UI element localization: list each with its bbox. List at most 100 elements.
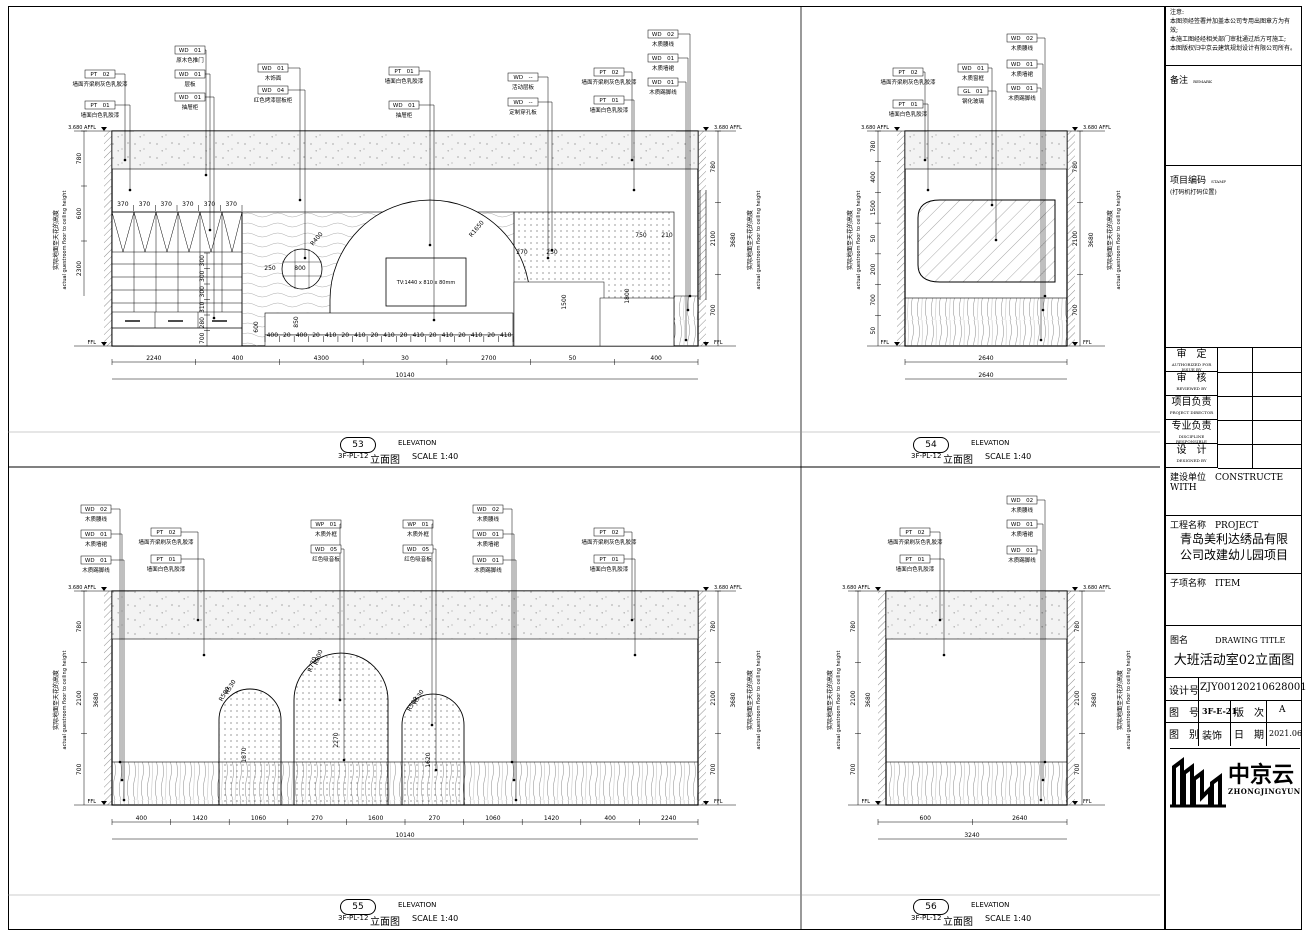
view-name: 立面图 [943,455,973,466]
material-tag-desc: 原木色推门 [176,56,204,64]
leader-line [181,531,199,620]
leader-dot [338,698,342,702]
version-label: 版 次 [1234,708,1264,719]
logo-en: ZHONGJINGYUN [1228,787,1301,796]
view-elevation-label: ELEVATION [398,901,437,909]
leader-dot [208,228,212,232]
dim-value: 1420 [544,815,559,822]
material-tag-desc: 红色烤漆层板柜 [254,96,293,104]
arch-door-left-55 [218,688,282,806]
leader-line [678,33,691,296]
wall-hatch-right-53 [698,131,706,346]
dim-value: 200 [870,263,877,275]
material-tag-code: WD -- [513,75,532,81]
level-ceiling-label: 3.680 AFFL [68,125,96,131]
leader-dot [1043,760,1047,764]
leader-line [1037,549,1042,800]
level-marker-icon [875,801,881,805]
arch-door-right-55 [401,693,465,806]
leader-line [419,70,431,245]
dim-value: 3680 [865,692,872,707]
material-tag-desc: 木质腰线 [652,40,675,48]
dim-value: 400 [870,171,877,183]
view-code: 3F-PL-12 [911,914,942,922]
material-tag-desc: 木质踢脚线 [1008,556,1036,564]
material-tag-code: PT 01 [898,102,917,108]
dim-value: 3680 [93,692,100,707]
material-tag-code: WD 05 [407,547,430,553]
material-tag-desc: 木质腰线 [85,515,108,523]
level-floor-label: FFL [87,340,96,346]
material-tag-code: WD 01 [962,66,984,72]
material-tag-desc: 红色吸音板 [404,555,432,563]
material-tag-code: WD 01 [179,72,201,78]
leader-dot [428,243,432,247]
leader-line [503,508,513,762]
leader-dot [994,238,998,242]
drawing-title-label: DRAWING TITLE [1215,636,1286,645]
dim-value: 3680 [730,232,737,247]
window-glass-54 [917,199,1056,283]
category-label: 图 别 [1169,730,1199,741]
material-tag-desc: 抽屉柜 [396,111,413,119]
level-floor-label: FFL [714,340,723,346]
dim-value: 20 [400,332,408,339]
ceiling-band-54 [904,130,1068,170]
height-note-en: actual guestroom floor to ceiling height [856,191,862,290]
material-tag-code: WD 01 [179,48,201,54]
view-number: 54 [913,437,949,453]
tv-53 [385,257,467,307]
view-elevation-label: ELEVATION [971,901,1010,909]
material-tag-code: PT 01 [905,557,924,563]
dim-value: 370 [117,201,129,208]
material-tag-code: WD 01 [1011,62,1033,68]
dim-value: 700 [710,304,717,316]
leader-line [624,99,635,190]
dim-value: 2300 [76,261,83,276]
dim-value: 20 [312,332,320,339]
dim-value: 2100 [710,690,717,705]
view-scale: SCALE 1:40 [985,914,1032,923]
leader-line [431,523,433,725]
material-tag-desc: 墙面白色乳胶漆 [590,106,629,114]
drawing-no-label: 图 号 [1169,708,1199,719]
logo-mark-icon [1170,757,1226,808]
dim-value: 2100 [850,690,857,705]
project-name-label: 工程名称 PROJECT [1170,521,1259,531]
leader-line [288,89,306,258]
leader-line [205,73,211,230]
dim-value: 2100 [76,690,83,705]
logo-cn: 中京云 [1228,763,1295,788]
height-note-cn: 实际地面至天花的高度 [52,670,60,730]
remarks-sub: REMARK [1193,79,1213,84]
dim-value: 270 [311,815,323,822]
drawing-title: 大班活动室02立面图 [1173,653,1295,668]
material-tag-code: WD 01 [652,56,674,62]
material-tag-code: PT 01 [599,98,618,104]
leader-line [930,558,945,655]
material-tag-desc: 红色吸音板 [312,555,340,563]
dim-total: 10140 [395,832,414,839]
level-marker-icon [1072,587,1078,591]
leader-line [923,103,929,190]
material-tag-desc: 木质踢脚线 [474,566,502,574]
leader-dot [430,723,434,727]
material-tag-desc: 定制穿孔板 [509,108,537,116]
material-tag-desc: 墙面齐梁刷灰色乳胶漆 [581,78,637,86]
leader-dot [1041,778,1045,782]
material-tag-desc: 木质墙裙 [477,540,500,548]
leader-dot [926,188,930,192]
dim-value: 20 [429,332,437,339]
dim-value: 370 [139,201,151,208]
dim-value: 780 [76,153,83,165]
dim-value: 700 [710,763,717,775]
height-note-cn: 实际地面至天花的高度 [746,210,754,270]
notes-title: 注意: [1170,9,1185,16]
dim-value: 2100 [1074,690,1081,705]
height-note-en: actual guestroom floor to ceiling height [62,651,68,750]
level-marker-icon [101,587,107,591]
material-tag-desc: 木质墙裙 [652,64,675,72]
material-tag-desc: 木质外框 [315,530,338,538]
leader-line [624,71,633,160]
